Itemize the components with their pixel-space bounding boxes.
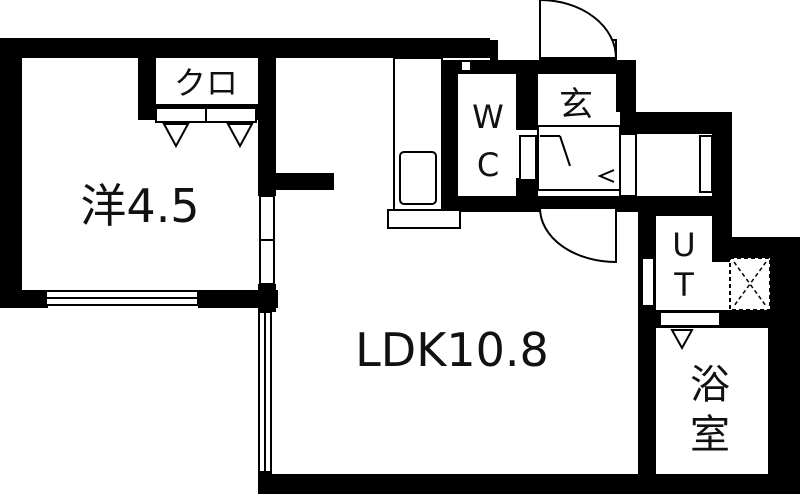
windows xyxy=(45,135,713,473)
closet-door-arrow-right xyxy=(226,123,254,149)
label-closet: クロ xyxy=(174,64,238,102)
closet-door-arrow-left xyxy=(162,123,190,149)
label-bath-top: 浴 xyxy=(690,362,730,408)
wc-door xyxy=(519,135,537,181)
window-entry-right xyxy=(699,135,713,193)
label-wc-bottom: C xyxy=(477,146,499,184)
label-ut-top: U xyxy=(672,226,695,264)
ldk-door-swing xyxy=(538,207,617,264)
entry-door-swing xyxy=(539,0,618,59)
label-ut-bottom: T xyxy=(673,266,694,304)
entrance-doors xyxy=(519,0,637,264)
label-wc-top: W xyxy=(472,98,504,136)
label-entrance: 玄 xyxy=(559,85,593,125)
kitchen-sink xyxy=(399,151,437,205)
sliding-door-western xyxy=(259,195,275,285)
label-ldk: LDK10.8 xyxy=(355,323,549,377)
counter-front xyxy=(387,209,461,229)
bath-door xyxy=(659,311,721,351)
washer-space xyxy=(729,257,771,311)
kitchen-counter xyxy=(387,57,461,229)
label-western-room: 洋4.5 xyxy=(80,179,199,233)
entry-step-arrow xyxy=(597,169,615,183)
window-ut xyxy=(641,257,655,307)
bath-door-arrow xyxy=(670,329,694,351)
label-bath-bottom: 室 xyxy=(690,412,730,458)
closet xyxy=(138,58,258,149)
shoe-cabinet xyxy=(619,133,637,197)
